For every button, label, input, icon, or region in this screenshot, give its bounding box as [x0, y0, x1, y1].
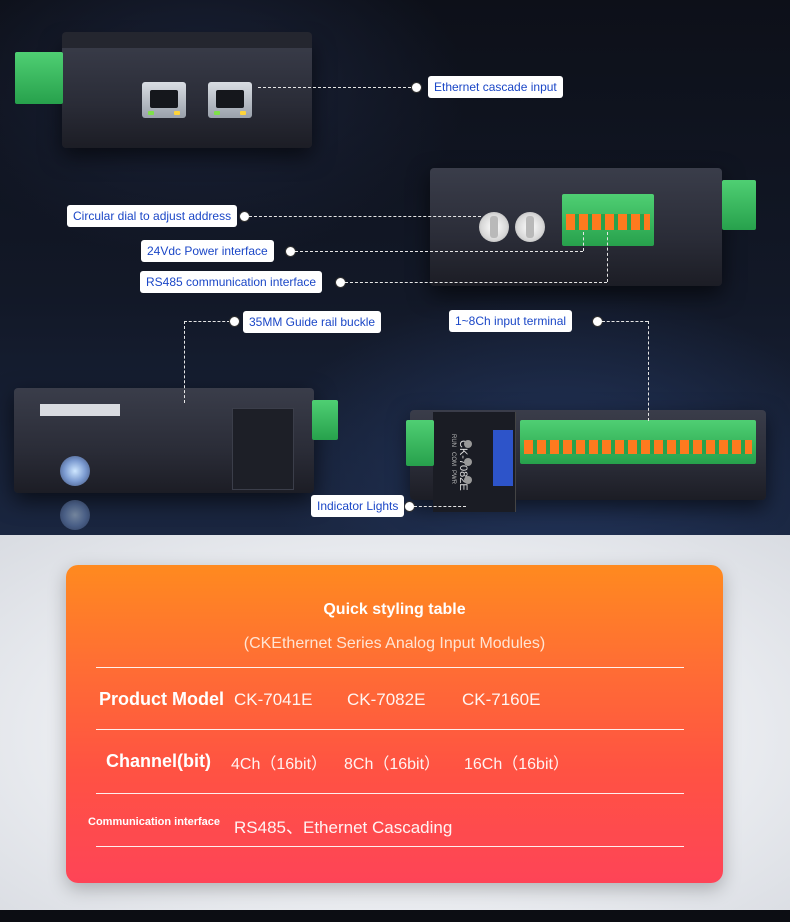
leader-line	[295, 251, 583, 252]
callout-indicator-lights: Indicator Lights	[311, 495, 405, 517]
led-pwr	[464, 476, 472, 484]
divider	[96, 667, 684, 668]
table-subtitle: (CKEthernet Series Analog Input Modules)	[243, 635, 546, 652]
leader-line	[345, 282, 607, 283]
address-dial-1	[479, 212, 509, 242]
callout-rs485: RS485 communication interface	[140, 271, 323, 293]
table-cell: 8Ch（16bit）	[344, 756, 441, 773]
address-dial-2	[515, 212, 545, 242]
callout-circular-dial: Circular dial to adjust address	[67, 205, 238, 227]
input-terminal-clips	[524, 440, 752, 454]
leader-line	[648, 321, 649, 421]
terminal-orange-clips	[566, 214, 650, 230]
leader-line	[583, 232, 584, 251]
table-cell: RS485、Ethernet Cascading	[234, 818, 453, 837]
leader-line	[602, 321, 648, 322]
device-sticker	[40, 404, 120, 416]
leader-dot	[229, 316, 240, 327]
leader-line	[414, 506, 466, 507]
side-terminal-block-2	[722, 180, 756, 230]
row-label-channel: Channel(bit)	[106, 751, 211, 771]
led-label-pwr: PWR	[450, 470, 456, 484]
table-cell: 16Ch（16bit）	[464, 756, 569, 773]
divider	[96, 846, 684, 847]
quick-styling-table: Quick styling table (CKEthernet Series A…	[66, 565, 723, 883]
led-label-com: COM	[450, 452, 456, 466]
callout-ethernet-cascade: Ethernet cascade input	[428, 76, 563, 98]
side-terminal-block	[15, 52, 63, 104]
product-photo: CK-7082E RUN COM PWR Ethernet cascade in…	[0, 0, 790, 535]
leader-line	[258, 87, 416, 88]
divider	[96, 793, 684, 794]
table-cell: CK-7160E	[462, 690, 541, 709]
side-terminal-block-4	[406, 420, 434, 466]
leader-line	[184, 321, 185, 403]
callout-power-interface: 24Vdc Power interface	[141, 240, 274, 262]
callout-input-terminal: 1~8Ch input terminal	[449, 310, 573, 332]
callout-guide-rail: 35MM Guide rail buckle	[243, 311, 382, 333]
table-title: Quick styling table	[323, 601, 466, 618]
divider	[96, 729, 684, 730]
device-top-view	[62, 32, 312, 148]
rail-buckle	[232, 408, 294, 490]
table-cell: 4Ch（16bit）	[231, 756, 328, 773]
side-terminal-block-3	[312, 400, 338, 440]
brand-logo	[493, 430, 513, 486]
leader-line	[184, 321, 230, 322]
ethernet-port-1	[142, 82, 186, 118]
hologram-reflection	[60, 500, 90, 530]
row-label-communication: Communication interface	[88, 816, 221, 828]
led-label-run: RUN	[450, 434, 456, 447]
hologram-seal-icon	[60, 456, 90, 486]
leader-line	[607, 232, 608, 282]
ethernet-port-2	[208, 82, 252, 118]
table-cell: CK-7082E	[347, 690, 426, 709]
led-com	[464, 458, 472, 466]
led-run	[464, 440, 472, 448]
table-cell: CK-7041E	[234, 690, 313, 709]
leader-dot	[411, 82, 422, 93]
row-label-product-model: Product Model	[99, 689, 224, 709]
bottom-strip	[0, 910, 790, 922]
leader-line	[249, 216, 481, 217]
